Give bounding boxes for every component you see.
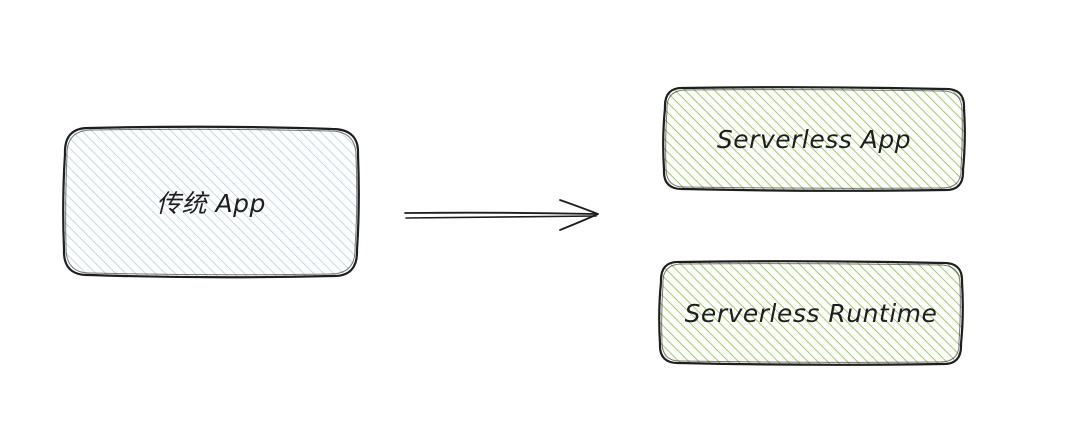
node-serverless-app-border (662, 86, 966, 192)
node-traditional-app (62, 125, 360, 279)
arrow-shaft (404, 211, 598, 215)
node-traditional-app-border (62, 125, 360, 279)
node-serverless-runtime-border (658, 260, 964, 366)
arrow-traditional-to-serverless (404, 199, 599, 231)
node-serverless-app (662, 86, 966, 192)
node-serverless-runtime (658, 260, 964, 366)
arrow-head (559, 199, 599, 231)
